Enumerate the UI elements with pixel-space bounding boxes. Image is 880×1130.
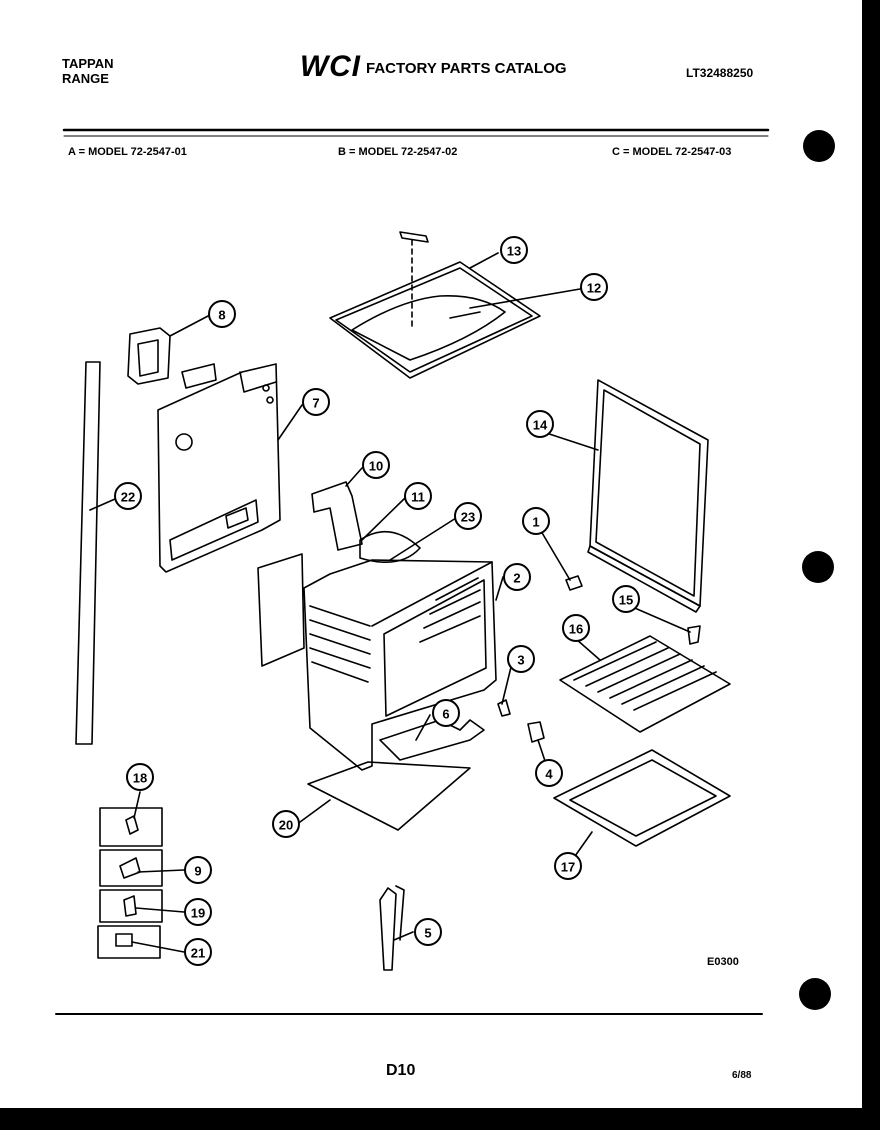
callout-11: 11 (404, 482, 432, 510)
model-a-label: A = MODEL 72-2547-01 (68, 146, 187, 158)
catalog-title: FACTORY PARTS CATALOG (366, 60, 567, 77)
callout-21: 21 (184, 938, 212, 966)
svg-text:5: 5 (424, 926, 431, 941)
svg-text:10: 10 (369, 459, 383, 474)
svg-text:13: 13 (507, 244, 521, 259)
svg-text:8: 8 (218, 308, 225, 323)
brand-line-2: RANGE (62, 71, 109, 86)
callout-17: 17 (554, 852, 582, 880)
svg-text:11: 11 (411, 490, 425, 505)
callout-3: 3 (507, 645, 535, 673)
svg-text:7: 7 (312, 396, 319, 411)
base-frame-part (379, 719, 485, 761)
svg-text:23: 23 (461, 510, 475, 525)
svg-text:6: 6 (442, 707, 449, 722)
callout-23: 23 (454, 502, 482, 530)
clip-part (687, 625, 701, 645)
model-c-label: C = MODEL 72-2547-03 (612, 146, 732, 158)
bracket-part (127, 327, 217, 389)
part-box-21 (97, 925, 161, 959)
callout-16: 16 (562, 614, 590, 642)
callout-14: 14 (526, 410, 554, 438)
svg-text:12: 12 (587, 281, 601, 296)
callout-12: 12 (580, 273, 608, 301)
callout-5: 5 (414, 918, 442, 946)
callout-13: 13 (500, 236, 528, 264)
svg-text:14: 14 (533, 418, 548, 433)
callout-18: 18 (126, 763, 154, 791)
binder-hole-middle (802, 551, 834, 583)
foot-part (527, 721, 545, 743)
svg-text:16: 16 (569, 622, 583, 637)
part-box-18 (99, 807, 163, 847)
page-code: D10 (386, 1062, 416, 1079)
vent-duct-part (311, 481, 363, 551)
brand-line-1: TAPPAN (62, 56, 114, 71)
catalog-number: LT32488250 (686, 66, 754, 80)
spring-part (379, 885, 405, 971)
callout-6: 6 (432, 699, 460, 727)
callout-20: 20 (272, 810, 300, 838)
svg-text:18: 18 (133, 771, 147, 786)
trim-strip-part (75, 361, 101, 745)
svg-text:1: 1 (532, 515, 539, 530)
callout-7: 7 (302, 388, 330, 416)
callout-15: 15 (612, 585, 640, 613)
svg-text:3: 3 (517, 653, 524, 668)
brand-label: TAPPAN RANGE (62, 56, 114, 86)
callout-4: 4 (535, 759, 563, 787)
drawing-code: E0300 (707, 956, 739, 968)
callout-2: 2 (503, 563, 531, 591)
oven-cavity-part (257, 530, 497, 771)
svg-text:21: 21 (191, 946, 205, 961)
svg-text:17: 17 (561, 860, 575, 875)
broiler-pan-part (553, 749, 731, 847)
callout-10: 10 (362, 451, 390, 479)
screw-part (497, 699, 511, 717)
model-b-label: B = MODEL 72-2547-02 (338, 146, 458, 158)
svg-text:19: 19 (191, 906, 205, 921)
svg-text:20: 20 (279, 818, 293, 833)
wci-logo: WCI (300, 50, 361, 80)
binder-hole-top (803, 130, 835, 162)
wci-logo-text: WCI (300, 50, 361, 80)
svg-text:22: 22 (121, 490, 135, 505)
binder-hole-bottom (799, 978, 831, 1010)
svg-text:9: 9 (194, 864, 201, 879)
svg-text:4: 4 (545, 767, 553, 782)
oven-rack-part (559, 635, 731, 733)
part-box-9 (99, 849, 163, 887)
cooktop-part (329, 231, 541, 379)
door-panel-part (587, 379, 709, 613)
callout-1: 1 (522, 507, 550, 535)
part-box-19 (99, 889, 163, 923)
svg-text:2: 2 (513, 571, 520, 586)
callout-9: 9 (184, 856, 212, 884)
callout-19: 19 (184, 898, 212, 926)
bottom-panel-part (307, 761, 471, 831)
svg-text:15: 15 (619, 593, 633, 608)
knob-part (565, 575, 583, 591)
callout-8: 8 (208, 300, 236, 328)
revision-date: 6/88 (732, 1070, 752, 1081)
back-panel-part (157, 363, 281, 573)
callout-22: 22 (114, 482, 142, 510)
